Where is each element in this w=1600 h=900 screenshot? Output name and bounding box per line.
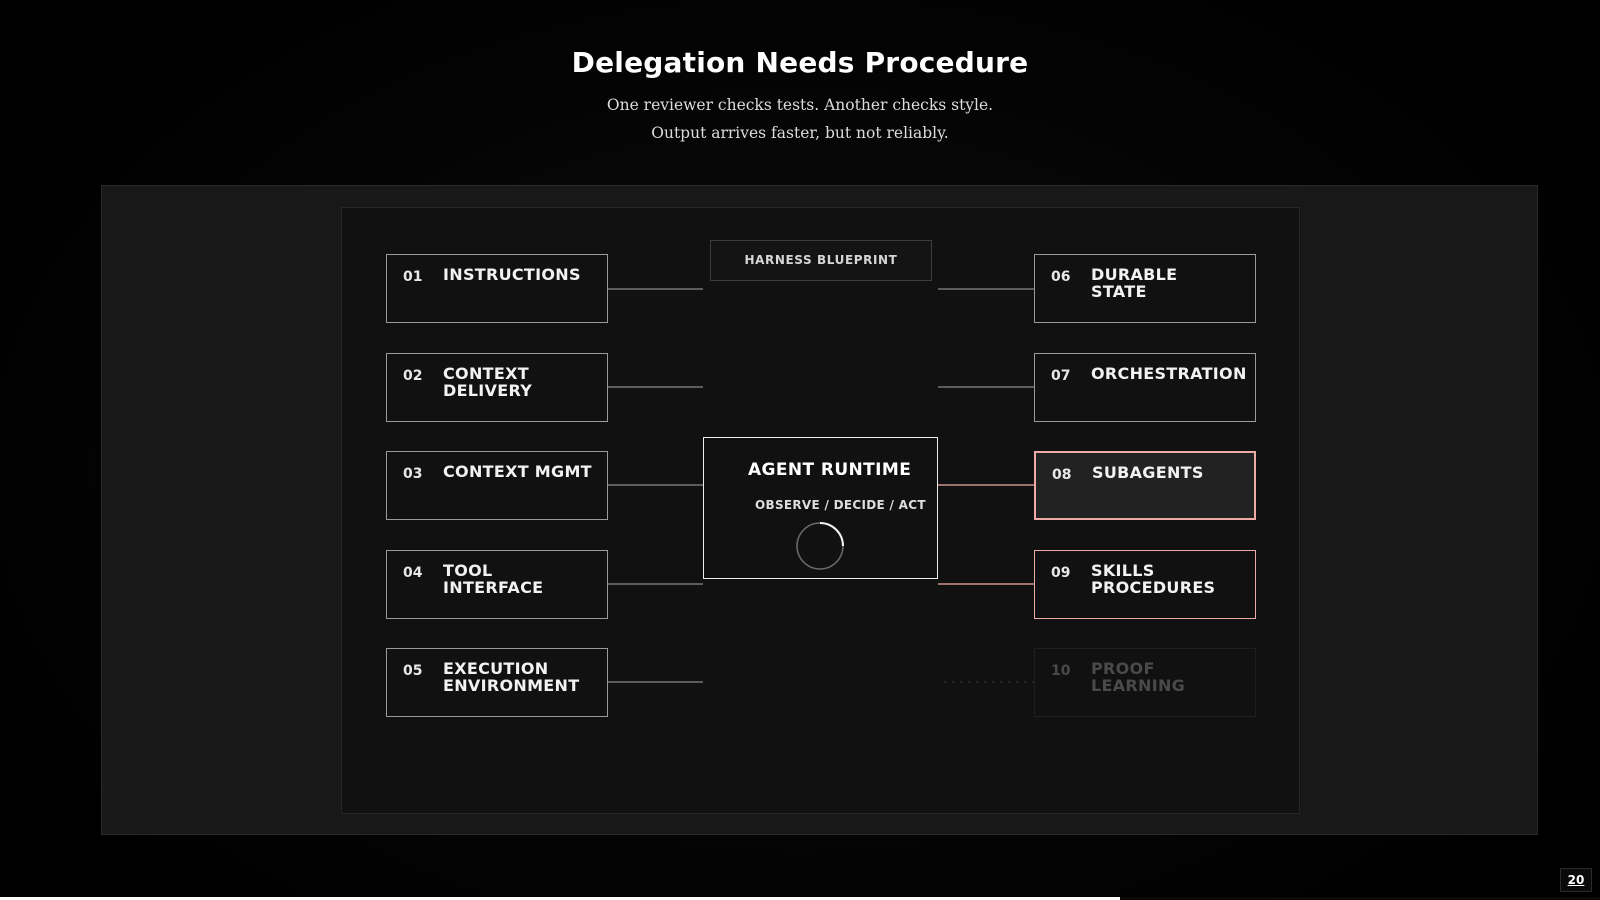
module-name: CONTEXT DELIVERY bbox=[443, 364, 533, 400]
slide-title: Delegation Needs Procedure bbox=[571, 46, 1029, 79]
module-number: 09 bbox=[1051, 565, 1071, 581]
module-name: PROOF LEARNING bbox=[1091, 659, 1186, 695]
module-number: 04 bbox=[403, 565, 423, 581]
module-proof-learning[interactable]: 10 PROOF LEARNING bbox=[1034, 648, 1256, 717]
module-name: SUBAGENTS bbox=[1092, 463, 1204, 482]
module-context-mgmt[interactable]: 03 CONTEXT MGMT bbox=[386, 451, 608, 520]
module-durable-state[interactable]: 06 DURABLE STATE bbox=[1034, 254, 1256, 323]
module-number: 02 bbox=[403, 368, 423, 384]
module-name: SKILLS PROCEDURES bbox=[1091, 561, 1216, 597]
module-execution-environment[interactable]: 05 EXECUTION ENVIRONMENT bbox=[386, 648, 608, 717]
module-subagents[interactable]: 08 SUBAGENTS bbox=[1034, 451, 1256, 520]
module-name: DURABLE STATE bbox=[1091, 265, 1178, 301]
module-name: TOOL INTERFACE bbox=[443, 561, 544, 597]
harness-blueprint-label: HARNESS BLUEPRINT bbox=[710, 240, 932, 281]
slide-subtitle-line-1: One reviewer checks tests. Another check… bbox=[606, 96, 994, 114]
module-number: 01 bbox=[403, 269, 423, 285]
module-name: INSTRUCTIONS bbox=[443, 265, 581, 284]
agent-runtime-box: AGENT RUNTIME OBSERVE / DECIDE / ACT bbox=[703, 437, 938, 579]
slide-subtitle-line-2: Output arrives faster, but not reliably. bbox=[651, 124, 949, 142]
module-name: ORCHESTRATION bbox=[1091, 364, 1247, 383]
module-name: CONTEXT MGMT bbox=[443, 462, 592, 481]
slide-progress-fill bbox=[0, 897, 1120, 900]
loading-spinner-icon bbox=[796, 522, 844, 570]
module-number: 05 bbox=[403, 663, 423, 679]
module-orchestration[interactable]: 07 ORCHESTRATION bbox=[1034, 353, 1256, 422]
module-tool-interface[interactable]: 04 TOOL INTERFACE bbox=[386, 550, 608, 619]
agent-runtime-title: AGENT RUNTIME bbox=[748, 460, 912, 480]
module-number: 07 bbox=[1051, 368, 1071, 384]
module-skills-procedures[interactable]: 09 SKILLS PROCEDURES bbox=[1034, 550, 1256, 619]
slide-progress-bar bbox=[0, 897, 1600, 900]
module-context-delivery[interactable]: 02 CONTEXT DELIVERY bbox=[386, 353, 608, 422]
module-name: EXECUTION ENVIRONMENT bbox=[443, 659, 580, 695]
page-number[interactable]: 20 bbox=[1560, 868, 1592, 892]
module-instructions[interactable]: 01 INSTRUCTIONS bbox=[386, 254, 608, 323]
module-number: 06 bbox=[1051, 269, 1071, 285]
module-number: 10 bbox=[1051, 663, 1071, 679]
module-number: 08 bbox=[1052, 467, 1072, 483]
agent-runtime-subtitle: OBSERVE / DECIDE / ACT bbox=[755, 498, 926, 512]
module-number: 03 bbox=[403, 466, 423, 482]
